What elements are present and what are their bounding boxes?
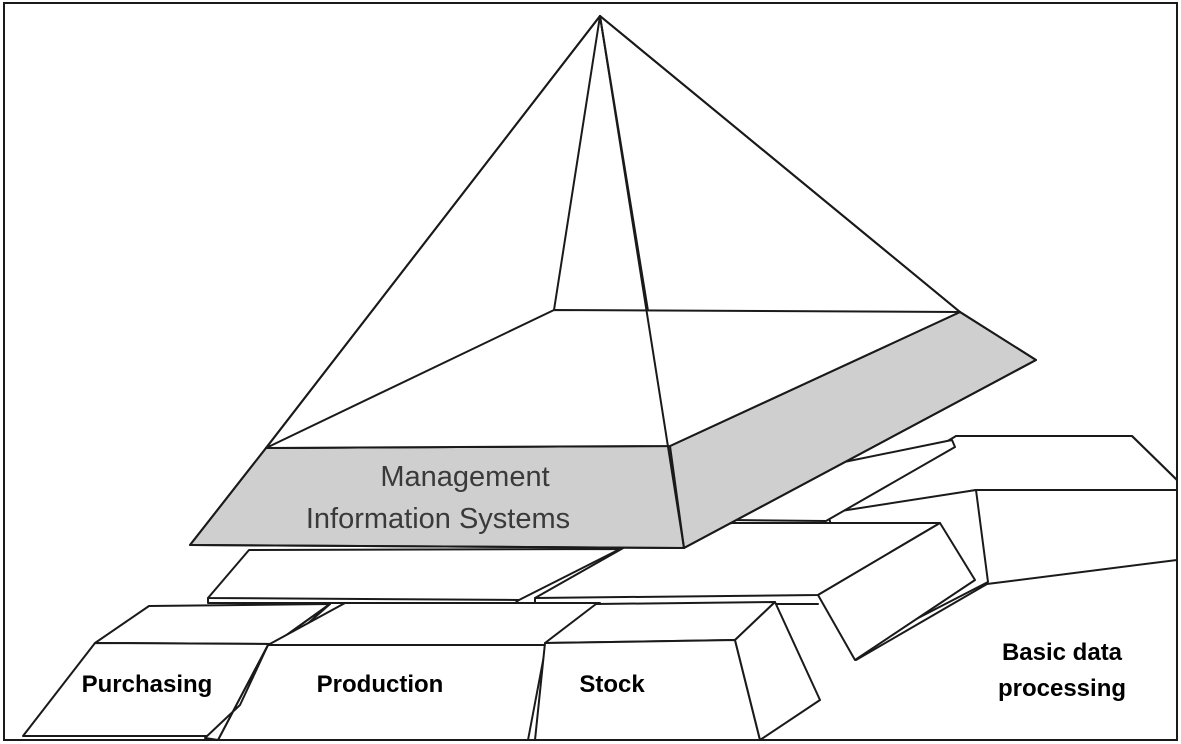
block-label-production: Production (317, 671, 444, 698)
base-block-production (204, 602, 601, 741)
base-label-line1: Basic data (1002, 639, 1123, 666)
block-label-purchasing: Purchasing (82, 671, 213, 698)
pyramid-label-line1: Management (380, 461, 549, 493)
mis-pyramid (189, 15, 1037, 549)
base-block-purchasing (22, 603, 331, 737)
base-block-stock (534, 601, 821, 741)
pyramid-label-line2: Information Systems (306, 503, 570, 535)
block-label-stock: Stock (579, 671, 645, 698)
base-label-line2: processing (998, 675, 1126, 702)
